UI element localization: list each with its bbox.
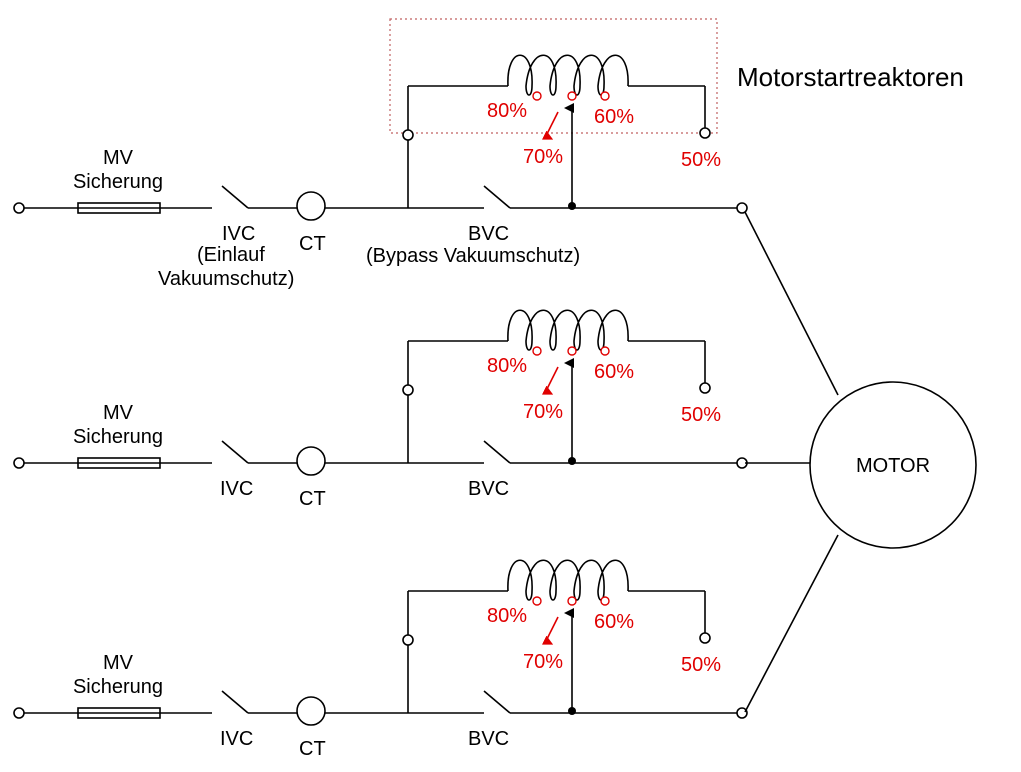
ivc-label: IVC bbox=[222, 223, 255, 245]
reactor-coil bbox=[507, 559, 629, 601]
fuse-label: MV bbox=[103, 652, 134, 674]
tap-80-label: 80% bbox=[487, 355, 527, 377]
tap-60-terminal bbox=[600, 596, 610, 606]
tap-70-terminal bbox=[567, 596, 577, 606]
bvc-label: BVC bbox=[468, 728, 509, 750]
bvc-switch-blade bbox=[483, 690, 511, 714]
reactor-coil bbox=[507, 54, 629, 96]
tap-50-terminal bbox=[699, 127, 711, 139]
fuse-label: Sicherung bbox=[73, 426, 163, 448]
ct-label: CT bbox=[299, 488, 326, 510]
ivc-switch-blade bbox=[221, 440, 249, 464]
input-terminal bbox=[13, 457, 25, 469]
reactor-input-terminal bbox=[402, 384, 414, 396]
tap-80-label: 80% bbox=[487, 100, 527, 122]
tap-60-label: 60% bbox=[594, 611, 634, 633]
output-terminal bbox=[736, 202, 748, 214]
tap-selector-arrow bbox=[541, 366, 559, 395]
tap-selector-arrow bbox=[541, 616, 559, 645]
junction-dot bbox=[568, 202, 576, 210]
tap-60-terminal bbox=[600, 346, 610, 356]
motor-circle bbox=[809, 381, 977, 549]
reactor-input-terminal bbox=[402, 634, 414, 646]
motor-feed-line-1 bbox=[744, 211, 839, 396]
tap-70-label: 70% bbox=[523, 146, 563, 168]
fuse-label: Sicherung bbox=[73, 676, 163, 698]
tap-80-terminal bbox=[532, 91, 542, 101]
diagram-title: Motorstartreaktoren bbox=[737, 62, 964, 92]
bvc-label: BVC bbox=[468, 478, 509, 500]
bvc-switch-blade bbox=[483, 185, 511, 209]
input-terminal bbox=[13, 707, 25, 719]
ct-circle bbox=[296, 191, 326, 221]
reactor-coil bbox=[507, 309, 629, 351]
motor-feed-line-3 bbox=[744, 534, 839, 713]
ct-label: CT bbox=[299, 233, 326, 255]
tap-70-label: 70% bbox=[523, 401, 563, 423]
tap-50-terminal bbox=[699, 632, 711, 644]
ct-circle bbox=[296, 696, 326, 726]
bvc-switch-blade bbox=[483, 440, 511, 464]
tap-60-label: 60% bbox=[594, 361, 634, 383]
tap-80-label: 80% bbox=[487, 605, 527, 627]
fuse-label: MV bbox=[103, 147, 134, 169]
fuse-label: Sicherung bbox=[73, 171, 163, 193]
ivc-switch-blade bbox=[221, 185, 249, 209]
ct-label: CT bbox=[299, 738, 326, 760]
motor-label: MOTOR bbox=[856, 455, 930, 477]
ivc-label: IVC bbox=[220, 478, 253, 500]
tap-70-terminal bbox=[567, 346, 577, 356]
tap-50-label: 50% bbox=[681, 654, 721, 676]
ivc-switch-blade bbox=[221, 690, 249, 714]
bvc-label: BVC bbox=[468, 223, 509, 245]
junction-dot bbox=[568, 707, 576, 715]
junction-dot bbox=[568, 457, 576, 465]
tap-selector-arrow bbox=[541, 111, 559, 140]
bvc-sublabel: (Bypass Vakuumschutz) bbox=[366, 245, 580, 267]
tap-80-terminal bbox=[532, 596, 542, 606]
fuse-label: MV bbox=[103, 402, 134, 424]
tap-80-terminal bbox=[532, 346, 542, 356]
tap-70-terminal bbox=[567, 91, 577, 101]
ivc-label: IVC bbox=[220, 728, 253, 750]
tap-60-terminal bbox=[600, 91, 610, 101]
ivc-sublabel: Vakuumschutz) bbox=[158, 268, 294, 290]
tap-50-label: 50% bbox=[681, 404, 721, 426]
output-terminal bbox=[736, 707, 748, 719]
ct-circle bbox=[296, 446, 326, 476]
tap-50-terminal bbox=[699, 382, 711, 394]
tap-50-label: 50% bbox=[681, 149, 721, 171]
reactor-enclosure bbox=[389, 18, 718, 134]
tap-60-label: 60% bbox=[594, 106, 634, 128]
input-terminal bbox=[13, 202, 25, 214]
reactor-input-terminal bbox=[402, 129, 414, 141]
ivc-sublabel: (Einlauf bbox=[197, 244, 265, 266]
tap-70-label: 70% bbox=[523, 651, 563, 673]
